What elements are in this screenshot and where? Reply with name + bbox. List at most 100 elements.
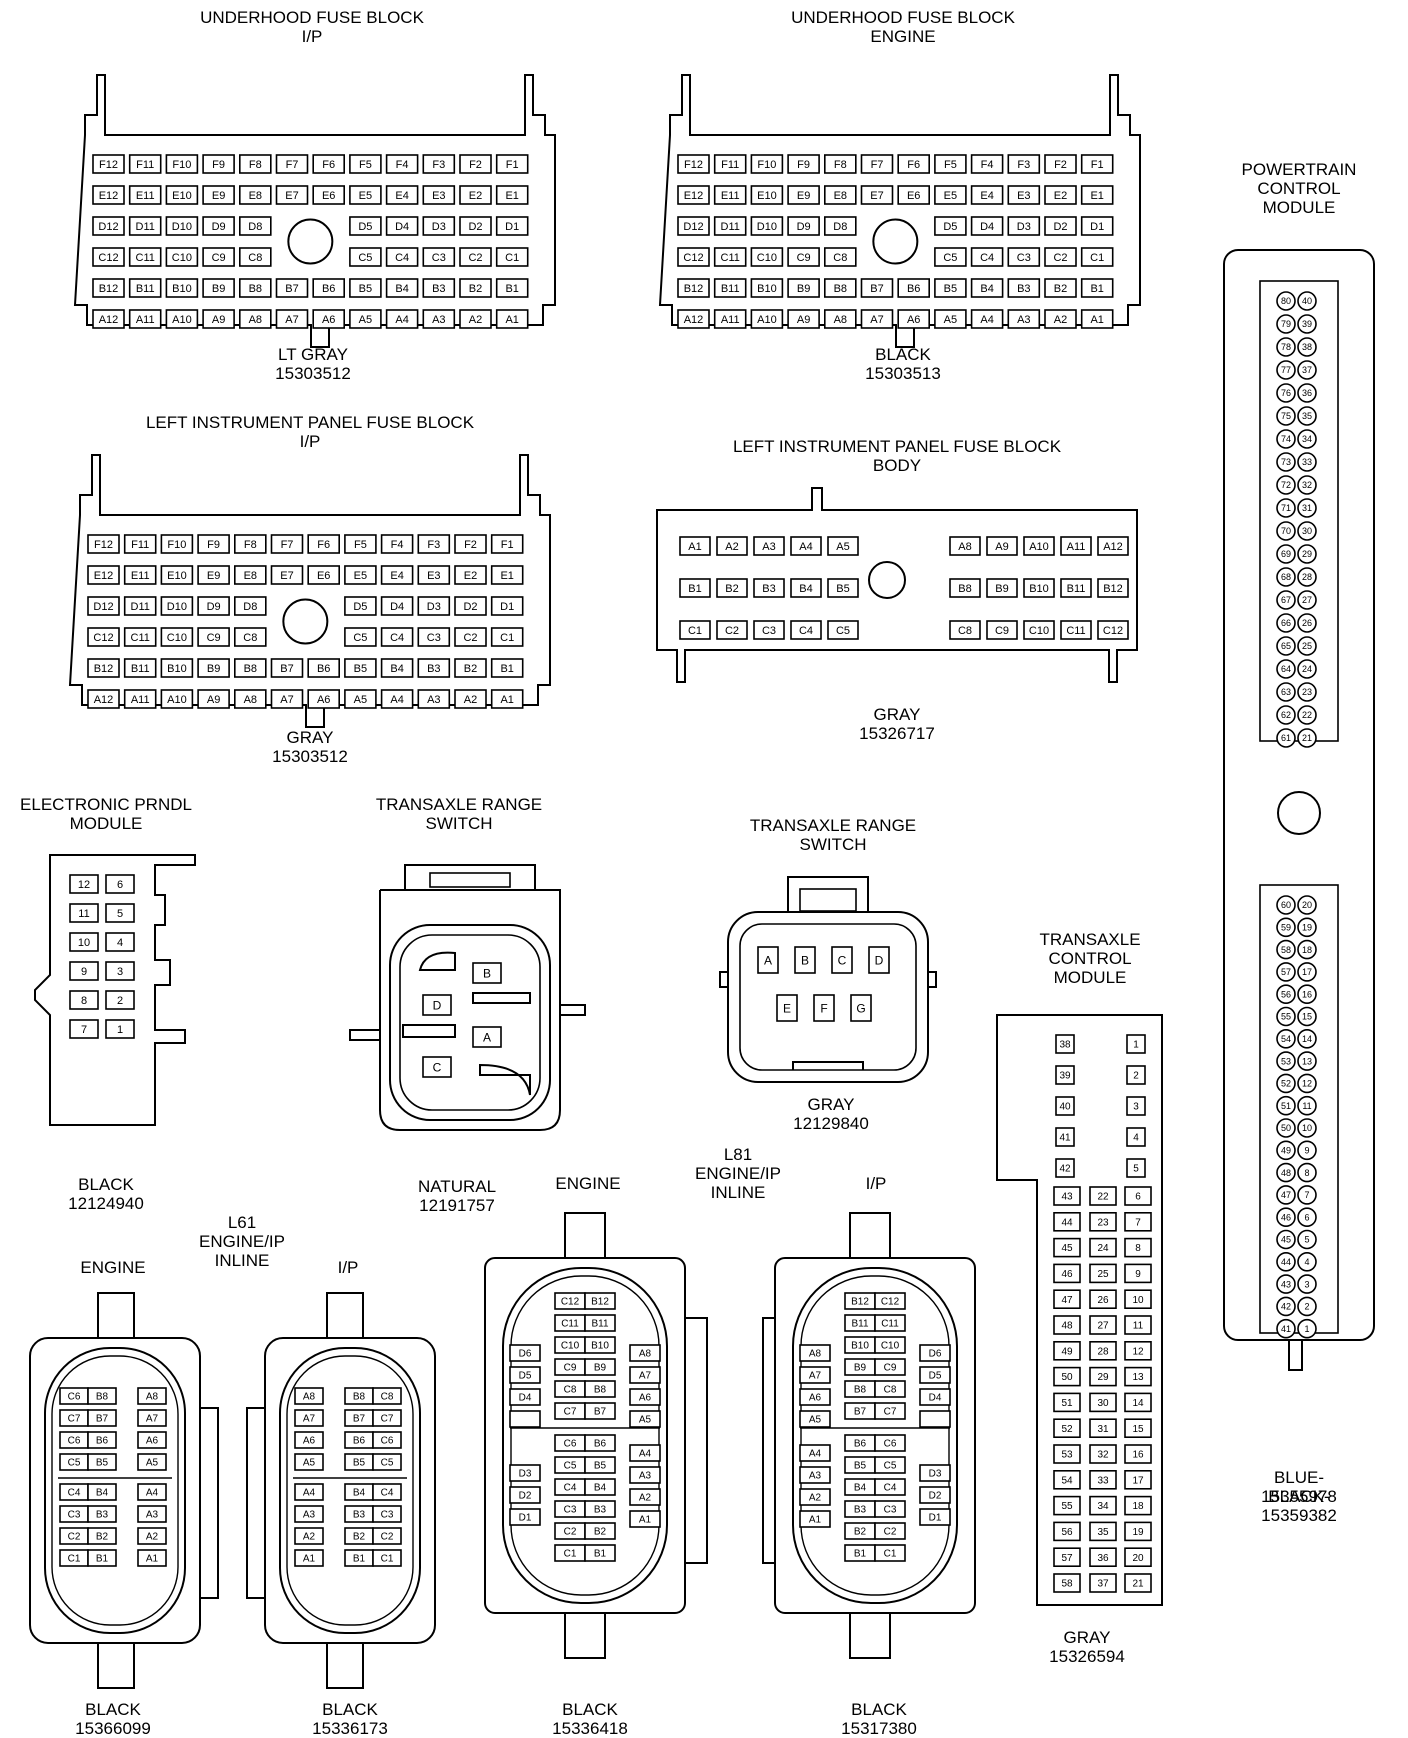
pin-label: D8 bbox=[248, 221, 262, 233]
pin-D3: D3 bbox=[919, 1464, 951, 1482]
pin-label: 52 bbox=[1281, 1079, 1291, 1089]
pin-62: 62 bbox=[1276, 705, 1296, 725]
pin-outline bbox=[197, 534, 230, 554]
pin-14: 14 bbox=[1124, 1392, 1152, 1413]
pin-11: 11 bbox=[69, 903, 99, 923]
pin-label: E9 bbox=[212, 190, 225, 202]
pin-label: C2 bbox=[68, 1532, 81, 1543]
pin-outline bbox=[490, 658, 524, 678]
pin-31: 31 bbox=[1297, 498, 1317, 518]
pin-outline bbox=[1297, 498, 1317, 518]
pin-label: B9 bbox=[207, 663, 220, 675]
pin-label: C8 bbox=[381, 1392, 394, 1403]
pin-outline bbox=[105, 932, 135, 952]
pin-E11: E11 bbox=[713, 185, 747, 205]
pin-label: A2 bbox=[464, 694, 477, 706]
pin-outline bbox=[799, 1344, 831, 1362]
pin-label: E9 bbox=[797, 190, 810, 202]
pin-outline bbox=[949, 536, 981, 556]
pin-label: 35 bbox=[1302, 411, 1312, 421]
pin-outline bbox=[1007, 247, 1041, 267]
pin-B: B bbox=[472, 962, 502, 984]
pin-outline bbox=[1276, 1296, 1296, 1317]
pin-outline bbox=[1276, 429, 1296, 449]
pin-label: 54 bbox=[1061, 1475, 1073, 1486]
pin-outline bbox=[312, 309, 346, 329]
pin-C1: C1 bbox=[554, 1544, 586, 1562]
pin-B8: B8 bbox=[584, 1380, 616, 1398]
pin-6: 6 bbox=[105, 874, 135, 894]
pin-B8: B8 bbox=[344, 1387, 374, 1405]
pin-outline bbox=[1089, 1573, 1117, 1593]
pin-D: D bbox=[422, 994, 452, 1016]
pin-label: 23 bbox=[1302, 687, 1312, 697]
pin-B4: B4 bbox=[87, 1483, 117, 1501]
bottom-key bbox=[326, 1642, 364, 1689]
pin-label: 47 bbox=[1281, 1190, 1291, 1200]
pin-outline bbox=[472, 1026, 502, 1048]
pin-F7: F7 bbox=[270, 534, 304, 554]
pin-C4: C4 bbox=[372, 1483, 402, 1501]
pin-32: 32 bbox=[1089, 1444, 1117, 1464]
pin-label: D5 bbox=[929, 1371, 942, 1382]
pin-label: F11 bbox=[136, 159, 154, 171]
pin-label: A5 bbox=[354, 694, 367, 706]
pin-outline bbox=[823, 278, 857, 298]
pin-C8: C8 bbox=[823, 247, 857, 267]
pin-label: F10 bbox=[172, 159, 191, 171]
pin-outline bbox=[970, 185, 1004, 205]
pin-29: 29 bbox=[1089, 1366, 1117, 1387]
pin-label: 2 bbox=[117, 995, 123, 1007]
pin-outline bbox=[87, 1505, 117, 1523]
pin-C12: C12 bbox=[874, 1292, 906, 1310]
pin-9: 9 bbox=[1297, 1140, 1317, 1161]
pin-outline bbox=[1276, 291, 1296, 311]
lipfb-ip-part-number: 15303512 bbox=[272, 747, 348, 766]
pin-outline bbox=[919, 1366, 951, 1384]
pin-outline bbox=[1124, 1186, 1152, 1206]
pin-57: 57 bbox=[1053, 1547, 1081, 1567]
pin-outline bbox=[716, 536, 748, 556]
pin-outline bbox=[1044, 309, 1077, 329]
oval-seal-inner bbox=[800, 1275, 950, 1596]
pin-B4: B4 bbox=[380, 658, 414, 678]
trs-natural-title: TRANSAXLE RANGE SWITCH bbox=[375, 795, 543, 833]
pin-outline bbox=[509, 1366, 541, 1384]
pin-label: 36 bbox=[1097, 1553, 1109, 1564]
pin-46: 46 bbox=[1053, 1263, 1081, 1284]
pin-56: 56 bbox=[1276, 984, 1296, 1005]
pin-E4: E4 bbox=[385, 185, 419, 205]
pin-A4: A4 bbox=[380, 689, 414, 709]
pin-B1: B1 bbox=[1080, 278, 1114, 298]
pin-outline bbox=[422, 154, 456, 174]
oval-seal-inner bbox=[51, 1355, 179, 1626]
pin-A11: A11 bbox=[1060, 536, 1092, 556]
pin-outline bbox=[92, 309, 125, 329]
pin-outline bbox=[860, 185, 894, 205]
pin-B3: B3 bbox=[584, 1500, 616, 1518]
pin-C4: C4 bbox=[790, 620, 822, 640]
pin-14: 14 bbox=[1297, 1029, 1317, 1049]
pin-outline bbox=[1044, 247, 1077, 267]
pin-outline bbox=[349, 216, 382, 236]
pin-outline bbox=[897, 278, 931, 298]
pin-C2: C2 bbox=[454, 627, 487, 647]
pin-C3: C3 bbox=[1007, 247, 1041, 267]
pin-label: 56 bbox=[1061, 1527, 1073, 1538]
pin-C8: C8 bbox=[372, 1387, 402, 1405]
housing-outline bbox=[73, 74, 556, 348]
pin-C1: C1 bbox=[874, 1544, 906, 1562]
pin-outline bbox=[874, 1292, 906, 1310]
pin-label: E2 bbox=[464, 570, 477, 582]
pin-label: D4 bbox=[390, 601, 404, 613]
pin-blank bbox=[919, 1410, 951, 1428]
pin-label: B5 bbox=[854, 1461, 867, 1472]
pin-label: 56 bbox=[1281, 989, 1291, 999]
pin-label: F5 bbox=[359, 159, 372, 171]
pin-D9: D9 bbox=[202, 216, 235, 236]
pin-label: B5 bbox=[359, 283, 372, 295]
pin-13: 13 bbox=[1297, 1051, 1317, 1071]
pin-label: C5 bbox=[564, 1461, 577, 1472]
pin-label: D12 bbox=[93, 601, 113, 613]
pin-label: E12 bbox=[684, 190, 704, 202]
